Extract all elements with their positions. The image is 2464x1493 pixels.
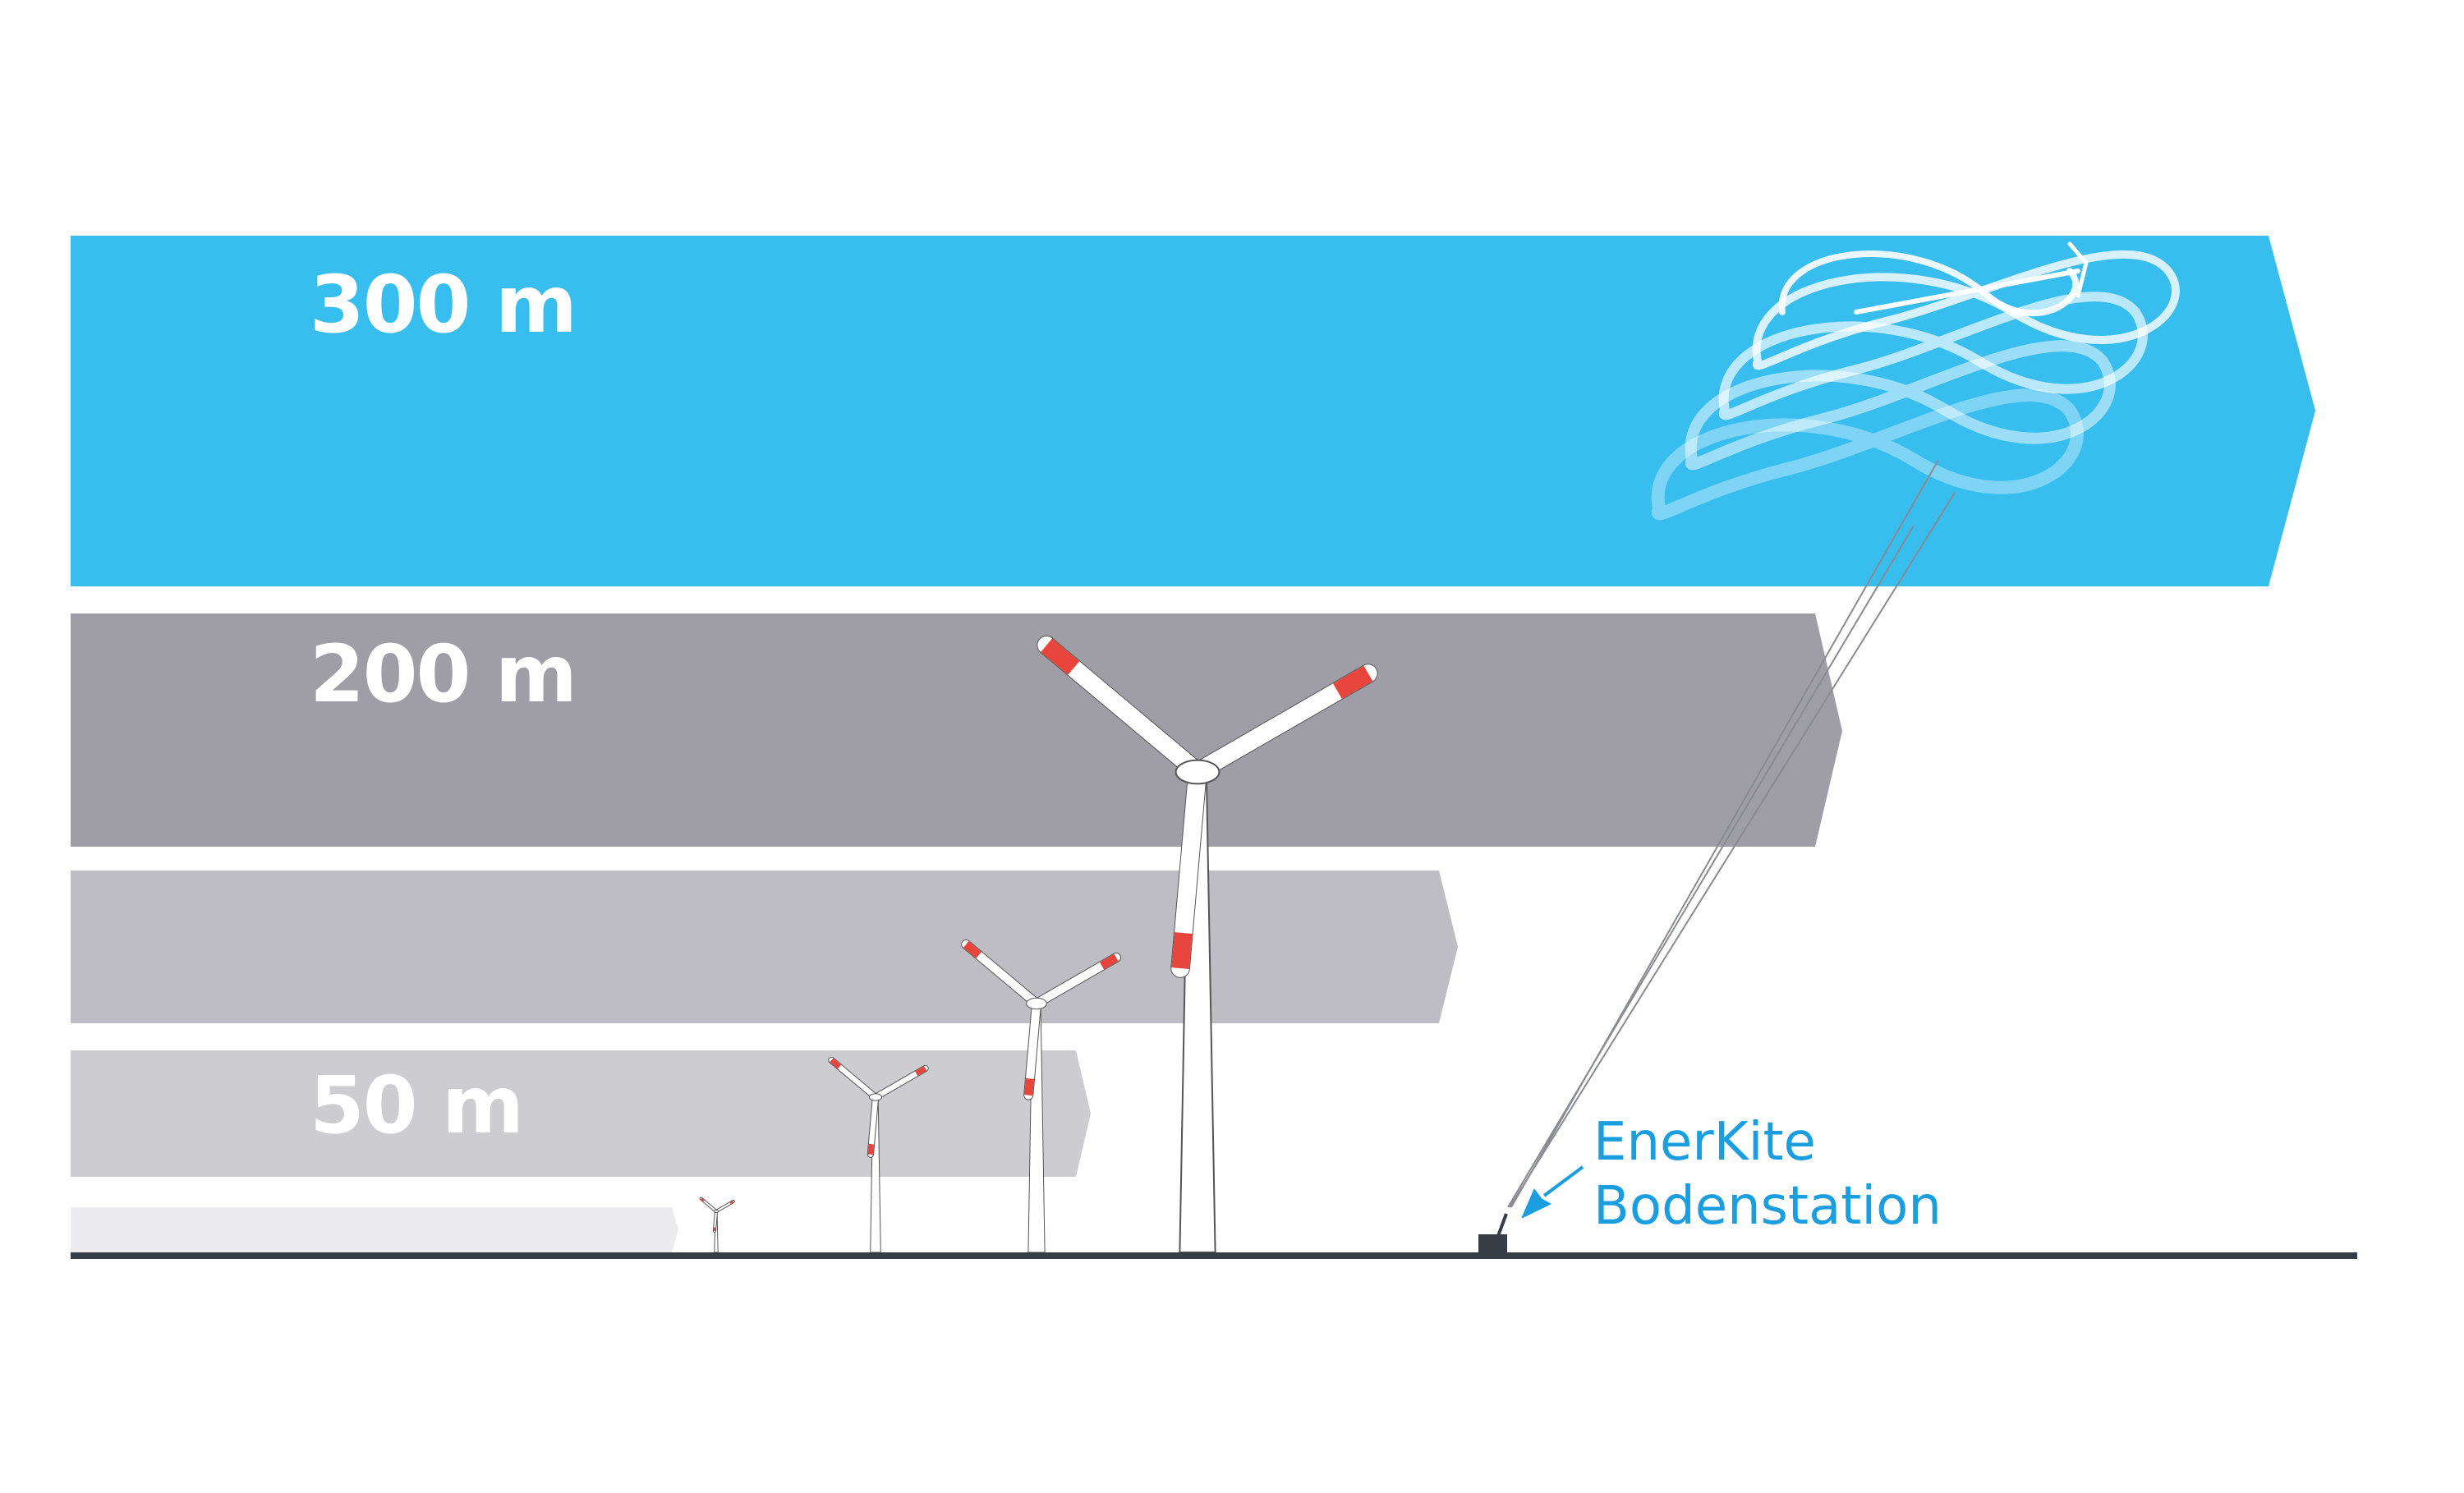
wind-turbine <box>828 1056 929 1253</box>
ground-station <box>1478 1234 1507 1254</box>
wind-turbine <box>1037 635 1378 1253</box>
wind-turbine <box>699 1197 735 1253</box>
kite-tethers <box>1496 459 1956 1237</box>
ground-line <box>71 1252 2357 1259</box>
label-300m: 300 m <box>310 259 577 351</box>
band-50m <box>71 1050 1091 1177</box>
band-300m <box>71 236 2315 586</box>
ground-station-callout: EnerKite Bodenstation <box>1593 1110 1942 1238</box>
wind-turbine <box>961 939 1122 1253</box>
label-200m: 200 m <box>310 628 577 720</box>
callout-line-1: EnerKite <box>1593 1112 1816 1173</box>
band-ground <box>71 1207 678 1252</box>
label-50m: 50 m <box>310 1059 524 1151</box>
band-100m <box>71 871 1458 1023</box>
band-200m <box>71 613 1842 847</box>
callout-arrow <box>1521 1165 1584 1219</box>
callout-line-2: Bodenstation <box>1593 1176 1942 1237</box>
kite-flight-path <box>1651 241 2180 521</box>
